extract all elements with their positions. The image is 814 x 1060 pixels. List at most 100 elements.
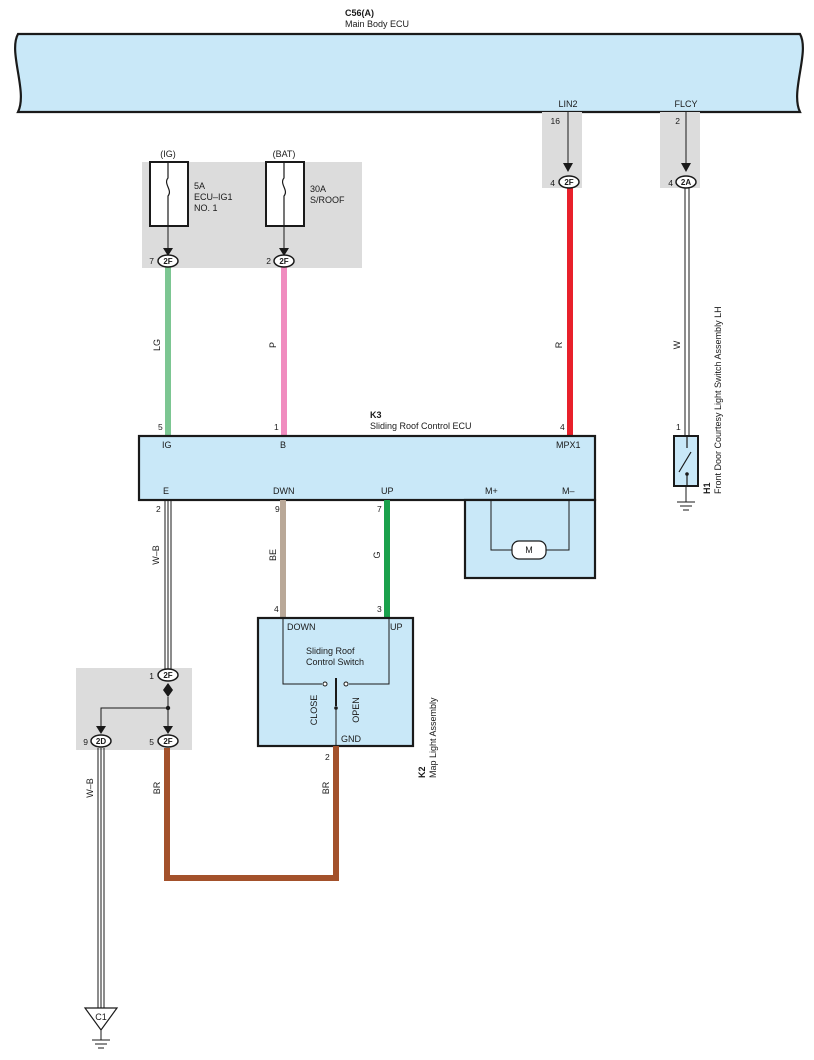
k2-pin-gnd: 2 <box>325 752 330 762</box>
main-ecu-name: Main Body ECU <box>345 19 409 29</box>
wire-label-r: R <box>554 341 564 348</box>
main-ecu-box <box>14 32 804 114</box>
h1-code: H1 <box>702 482 712 494</box>
wire-label-br2: BR <box>321 781 331 794</box>
j9-arrow-icon <box>96 726 106 734</box>
connector-j1-pin: 1 <box>149 671 154 681</box>
wire-label-br: BR <box>152 781 162 794</box>
connector-bat-pin: 2 <box>266 256 271 266</box>
fuse-bat-amp: 30A <box>310 184 326 194</box>
k3-pin-ig: 5 <box>158 422 163 432</box>
fuse-ig-arrow-icon <box>163 248 173 256</box>
k3-label-up: UP <box>381 486 394 496</box>
k2-label-gnd: GND <box>341 734 362 744</box>
wire-label-w: W <box>672 340 682 349</box>
wire-br <box>164 746 339 881</box>
connector-lin2-pin: 4 <box>550 178 555 188</box>
k3-code: K3 <box>370 410 382 420</box>
connector-bat-code: 2F <box>279 257 288 266</box>
fuse-bat-name: S/ROOF <box>310 195 345 205</box>
connector-ig: 7 2F <box>149 254 179 268</box>
h1-ground-icon <box>677 501 695 511</box>
wire-label-g: G <box>372 551 382 558</box>
connector-j1-code: 2F <box>163 671 172 680</box>
k3-label-mplus: M+ <box>485 486 498 496</box>
k3-pin-e: 2 <box>156 504 161 514</box>
k2-label-close: CLOSE <box>309 695 319 726</box>
k2-pin-down: 4 <box>274 604 279 614</box>
fuse-bat-icon <box>281 162 287 226</box>
connector-j5-code: 2F <box>163 737 172 746</box>
k2-switch-leads <box>282 618 390 685</box>
fuse-ig-amp: 5A <box>194 181 205 191</box>
j5-arrow-icon <box>163 726 173 734</box>
k2-name: Map Light Assembly <box>428 697 438 778</box>
ground-c1-triangle-icon <box>83 1007 119 1032</box>
fuse-ig-group: (IG) <box>160 149 176 159</box>
pin-lin2: 16 <box>551 116 561 126</box>
k3-motor-box <box>463 498 597 580</box>
connector-j9-pin: 9 <box>83 737 88 747</box>
j1-arrow-icon <box>163 683 173 690</box>
wire-label-lg: LG <box>152 339 162 351</box>
k2-switch-label1: Sliding Roof <box>306 646 355 656</box>
j1-arrow2-icon <box>163 690 173 697</box>
lin2-junction-area <box>542 112 582 188</box>
k2-pin-up: 3 <box>377 604 382 614</box>
connector-j5: 5 2F <box>149 734 179 748</box>
connector-lin2: 4 2F <box>550 175 580 189</box>
k3-pin-up: 7 <box>377 504 382 514</box>
k2-label-open: OPEN <box>351 697 361 723</box>
k2-code: K2 <box>417 766 427 778</box>
h1-pin: 1 <box>676 422 681 432</box>
motor-leads <box>490 500 570 551</box>
junction-branch <box>100 707 168 732</box>
flcy-junction-area <box>660 112 700 188</box>
wire-label-wb2: W–B <box>85 778 95 798</box>
motor-icon <box>511 540 547 560</box>
main-ecu-code: C56(A) <box>345 8 374 18</box>
k3-label-b: B <box>280 440 286 450</box>
connector-lin2-code: 2F <box>564 178 573 187</box>
k3-label-mminus: M– <box>562 486 575 496</box>
k2-switch-label2: Control Switch <box>306 657 364 667</box>
ground-c1-code: C1 <box>95 1012 107 1022</box>
k2-label-up: UP <box>390 622 403 632</box>
k3-name: Sliding Roof Control ECU <box>370 421 472 431</box>
lin2-arrow-icon <box>563 163 573 172</box>
ground-icon <box>92 1039 110 1049</box>
fuse-ig-name2: NO. 1 <box>194 203 218 213</box>
k3-label-e: E <box>163 486 169 496</box>
k3-pin-mpx1: 4 <box>560 422 565 432</box>
wire-label-wb: W–B <box>151 545 161 565</box>
connector-flcy-code: 2A <box>681 178 691 187</box>
connector-j1: 1 2F <box>149 668 179 682</box>
connector-j5-pin: 5 <box>149 737 154 747</box>
connector-bat: 2 2F <box>266 254 295 268</box>
wire-label-be: BE <box>268 549 278 561</box>
main-ecu-flcy: FLCY <box>674 99 697 109</box>
fuse-ig-icon <box>165 162 171 226</box>
connector-j9-code: 2D <box>96 737 106 746</box>
k3-pin-b: 1 <box>274 422 279 432</box>
pin-flcy: 2 <box>675 116 680 126</box>
h1-switch-icon <box>678 436 692 486</box>
wire-label-p: P <box>268 342 278 348</box>
k2-close-contact-icon <box>322 681 328 687</box>
connector-flcy: 4 2A <box>668 175 697 189</box>
fuse-bat-arrow-icon <box>279 248 289 256</box>
h1-name: Front Door Courtesy Light Switch Assembl… <box>713 306 723 494</box>
k3-label-mpx1: MPX1 <box>556 440 581 450</box>
connector-ig-pin: 7 <box>149 256 154 266</box>
flcy-arrow-icon <box>681 163 691 172</box>
h1-switch-contact-icon <box>685 472 689 476</box>
k2-label-down: DOWN <box>287 622 316 632</box>
main-ecu-lin2: LIN2 <box>558 99 577 109</box>
connector-j9: 9 2D <box>83 734 112 748</box>
k3-pin-dwn: 9 <box>275 504 280 514</box>
connector-ig-code: 2F <box>163 257 172 266</box>
k2-open-contact-icon <box>343 681 349 687</box>
fuse-bat-group: (BAT) <box>273 149 296 159</box>
k3-box <box>137 434 597 502</box>
